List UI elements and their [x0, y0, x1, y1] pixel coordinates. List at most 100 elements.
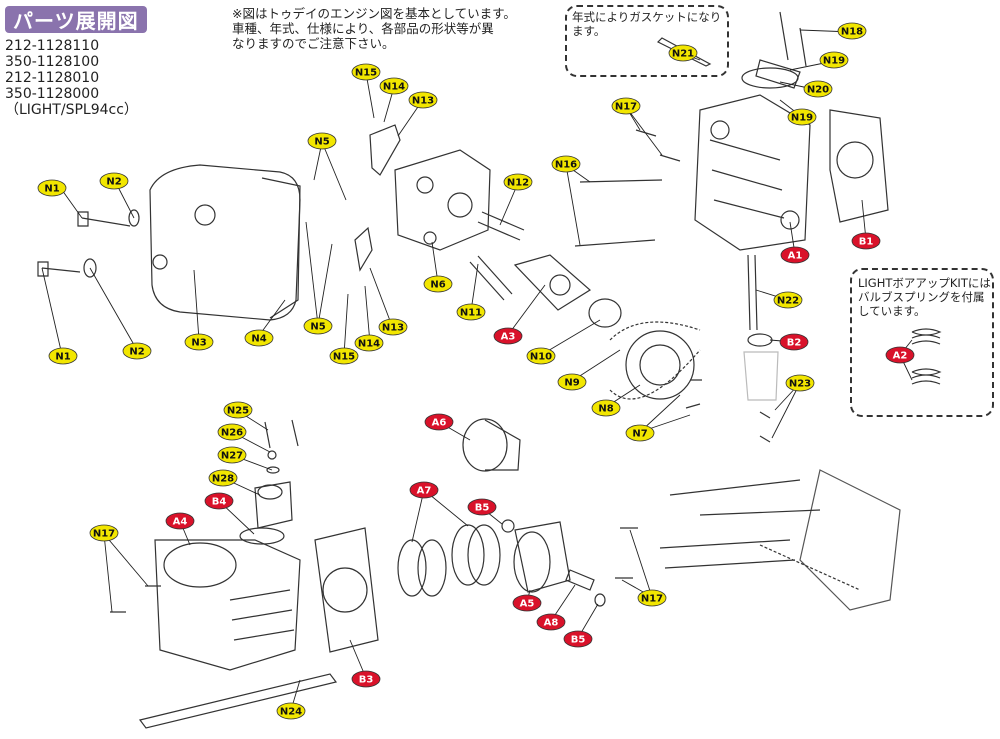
label-N19: N19	[819, 51, 849, 69]
label-N13: N13	[378, 318, 408, 336]
svg-text:N14: N14	[358, 339, 380, 350]
note-line: なりますのでご注意下さい。	[232, 36, 395, 51]
svg-text:N23: N23	[789, 379, 811, 390]
label-N14: N14	[354, 334, 384, 352]
svg-text:N3: N3	[191, 338, 206, 349]
svg-text:N15: N15	[355, 68, 377, 79]
svg-text:N12: N12	[507, 178, 529, 189]
svg-text:N13: N13	[382, 323, 404, 334]
crankcase-part	[799, 469, 901, 611]
label-N8: N8	[591, 399, 621, 417]
svg-text:N5: N5	[314, 137, 329, 148]
svg-text:N21: N21	[672, 49, 694, 60]
note-line: バルブスプリングを付属	[858, 290, 985, 304]
svg-text:N16: N16	[555, 160, 577, 171]
label-N13: N13	[408, 91, 438, 109]
label-N24: N24	[276, 702, 306, 720]
svg-text:N1: N1	[55, 352, 70, 363]
label-N1: N1	[37, 179, 67, 197]
note-line: ※図はトゥデイのエンジン図を基本としています。	[232, 6, 516, 21]
label-N1: N1	[48, 347, 78, 365]
label-N26: N26	[217, 423, 247, 441]
label-N10: N10	[526, 347, 556, 365]
label-N27: N27	[217, 446, 247, 464]
label-N23: N23	[785, 374, 815, 392]
svg-text:A8: A8	[544, 618, 559, 629]
bore-kit-note: LIGHTボアアップKITには バルブスプリングを付属 しています。	[858, 276, 991, 318]
label-N20: N20	[803, 80, 833, 98]
label-A1: A1	[780, 246, 810, 264]
svg-text:N20: N20	[807, 85, 829, 96]
note-line: 車種、年式、仕様により、各部品の形状等が異	[232, 21, 494, 36]
svg-text:N17: N17	[615, 102, 637, 113]
svg-text:N26: N26	[221, 428, 243, 439]
svg-text:N9: N9	[564, 378, 579, 389]
svg-text:N8: N8	[598, 404, 613, 415]
svg-text:N5: N5	[310, 322, 325, 333]
gasket-note: 年式によりガスケットになり ます。	[572, 10, 721, 38]
piston-part	[514, 521, 571, 593]
label-N16: N16	[551, 155, 581, 173]
svg-text:N24: N24	[280, 707, 302, 718]
svg-text:B3: B3	[359, 675, 374, 686]
label-N28: N28	[208, 469, 238, 487]
note-line: LIGHTボアアップKITには	[858, 276, 991, 290]
disclaimer-note: ※図はトゥデイのエンジン図を基本としています。 車種、年式、仕様により、各部品の…	[232, 6, 516, 51]
label-B3: B3	[351, 670, 381, 688]
label-N7: N7	[625, 424, 655, 442]
svg-text:B4: B4	[212, 497, 227, 508]
svg-text:A3: A3	[501, 332, 516, 343]
svg-text:A2: A2	[893, 351, 908, 362]
page-title: パーツ展開図	[5, 6, 147, 33]
svg-text:B5: B5	[571, 635, 586, 646]
svg-text:N4: N4	[251, 334, 266, 345]
label-N5: N5	[307, 132, 337, 150]
svg-text:A4: A4	[173, 517, 188, 528]
svg-text:B5: B5	[475, 503, 490, 514]
svg-text:N7: N7	[632, 429, 647, 440]
label-A5: A5	[512, 594, 542, 612]
label-N9: N9	[557, 373, 587, 391]
svg-text:N27: N27	[221, 451, 243, 462]
cam-sprocket-part	[625, 330, 695, 400]
svg-text:N2: N2	[106, 177, 121, 188]
svg-text:N19: N19	[823, 56, 845, 67]
label-N15: N15	[351, 63, 381, 81]
label-N17: N17	[89, 524, 119, 542]
label-badges: N1 N1 N2 N2 N3 N4 N5 N5 N15 N14 N13 N15 …	[37, 22, 915, 720]
svg-text:N6: N6	[430, 280, 445, 291]
label-A7: A7	[409, 481, 439, 499]
svg-text:N19: N19	[791, 113, 813, 124]
camshaft-part	[513, 254, 592, 311]
valve-cover-gasket-part	[261, 177, 301, 319]
note-line: ます。	[572, 24, 606, 38]
label-N12: N12	[503, 173, 533, 191]
label-N14: N14	[379, 77, 409, 95]
svg-text:A7: A7	[417, 486, 432, 497]
note-line: しています。	[858, 304, 926, 318]
svg-text:N11: N11	[460, 308, 482, 319]
svg-text:N17: N17	[93, 529, 115, 540]
label-N21: N21	[668, 44, 698, 62]
svg-text:N28: N28	[212, 474, 234, 485]
part-numbers: 212-1128110 350-1128100 212-1128010 350-…	[5, 38, 138, 118]
cylinder-part	[154, 539, 301, 671]
valve-cover-part	[149, 164, 301, 321]
svg-text:N15: N15	[333, 352, 355, 363]
svg-text:N14: N14	[383, 82, 405, 93]
label-A8: A8	[536, 613, 566, 631]
svg-text:N18: N18	[841, 27, 863, 38]
chain-guide-part	[138, 673, 338, 729]
base-gasket-part	[314, 527, 379, 653]
cam-holder-part	[394, 149, 491, 251]
gasket-note-box	[565, 5, 729, 77]
label-A6: A6	[424, 413, 454, 431]
label-N4: N4	[244, 329, 274, 347]
part-number: 212-1128110	[5, 38, 100, 54]
label-B4: B4	[204, 492, 234, 510]
label-N6: N6	[423, 275, 453, 293]
svg-text:N17: N17	[641, 594, 663, 605]
svg-text:N13: N13	[412, 96, 434, 107]
svg-text:N22: N22	[777, 296, 799, 307]
